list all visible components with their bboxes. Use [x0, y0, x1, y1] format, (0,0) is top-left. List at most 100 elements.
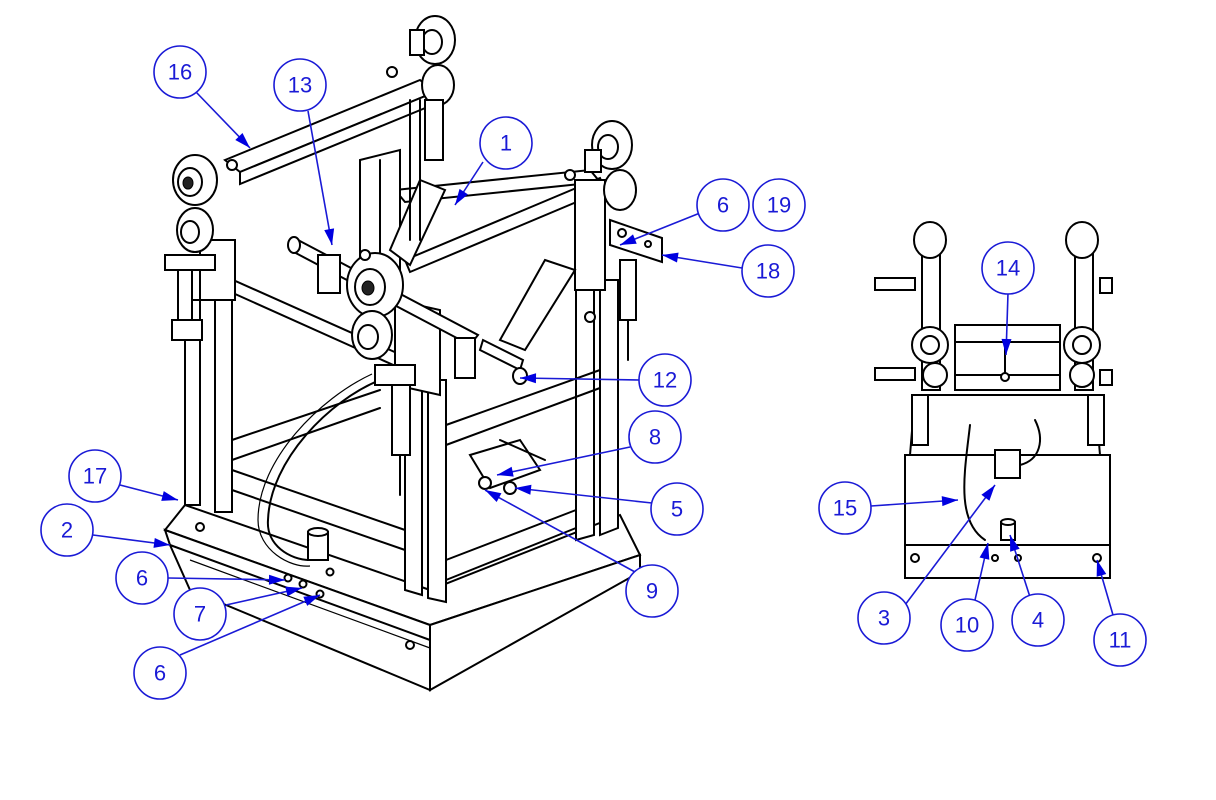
callout-number: 1: [500, 131, 512, 156]
callout-c5: 5: [650, 482, 704, 536]
callout-circle: [752, 178, 806, 232]
leader-arrowhead-c6c: [620, 234, 637, 245]
leader-arrowhead-c6b: [303, 595, 320, 606]
callout-circle: [696, 178, 750, 232]
callout-number: 4: [1032, 608, 1044, 633]
callout-c12: 12: [638, 353, 692, 407]
callout-number: 16: [168, 60, 192, 85]
callout-circle: [173, 587, 227, 641]
callout-number: 12: [653, 368, 677, 393]
callout-c15: 15: [818, 481, 872, 535]
leader-arrowhead-c13: [324, 228, 335, 245]
callout-c6a: 6: [115, 551, 169, 605]
callout-number: 13: [288, 73, 312, 98]
leader-line-c6b: [179, 594, 321, 656]
callout-circle: [818, 481, 872, 535]
leader-line-c9: [484, 489, 636, 573]
callout-number: 9: [646, 579, 658, 604]
leader-arrowhead-c8: [497, 466, 514, 477]
callout-number: 5: [671, 497, 683, 522]
callout-c13: 13: [273, 58, 327, 112]
leader-arrowhead-c17: [161, 491, 178, 501]
leader-arrowhead-c18: [662, 252, 679, 263]
leader-arrowhead-c11: [1096, 560, 1107, 577]
callout-c1: 1: [479, 116, 533, 170]
base-skid: [163, 503, 642, 692]
callout-c18: 18: [741, 244, 795, 298]
callout-number: 14: [996, 256, 1020, 281]
leader-arrowhead-c4: [1010, 535, 1020, 552]
leader-arrowhead-c6a: [268, 574, 285, 585]
callout-c8: 8: [628, 410, 682, 464]
callout-number: 6: [154, 661, 166, 686]
leader-line-c6a: [167, 577, 286, 581]
wheel-assembly-left: [164, 154, 218, 376]
callout-number: 19: [767, 193, 791, 218]
callout-c6b: 6: [133, 646, 187, 700]
callout-c9: 9: [625, 564, 679, 618]
hose: [266, 379, 381, 561]
callout-number: 15: [833, 496, 857, 521]
leader-line-c8: [496, 446, 631, 476]
callout-c16: 16: [153, 45, 207, 99]
callout-number: 11: [1109, 628, 1132, 653]
leader-arrowhead-c3: [981, 485, 995, 501]
callout-c14: 14: [981, 241, 1035, 295]
callout-c4: 4: [1011, 593, 1065, 647]
callout-number: 8: [649, 425, 661, 450]
leader-line-c5: [514, 487, 653, 504]
callout-circle: [115, 551, 169, 605]
callout-c10: 10: [940, 598, 994, 652]
callout-number: 18: [756, 259, 780, 284]
callout-circle: [857, 591, 911, 645]
leader-arrowhead-c2: [153, 537, 170, 548]
callout-number: 7: [194, 602, 206, 627]
callout-circle: [133, 646, 187, 700]
callout-c19: 19: [752, 178, 806, 232]
callout-c6c: 6: [696, 178, 750, 232]
callout-number: 6: [136, 566, 148, 591]
callout-circle: [628, 410, 682, 464]
leader-arrowhead-c15: [941, 496, 958, 507]
callout-number: 17: [83, 464, 107, 489]
leader-line-c13: [307, 110, 333, 246]
leader-arrowhead-c14: [1001, 338, 1012, 355]
leader-arrowhead-c16: [235, 133, 250, 148]
leader-lines: [92, 91, 1114, 656]
callout-c11: 11: [1093, 613, 1147, 667]
callout-c2: 2: [40, 503, 94, 557]
leader-arrowhead-c9: [485, 490, 502, 503]
leader-arrowhead-c10: [979, 543, 990, 560]
callout-circle: [40, 503, 94, 557]
callout-circle: [638, 353, 692, 407]
callout-c3: 3: [857, 591, 911, 645]
callout-circle: [741, 244, 795, 298]
wheel-assembly-back-top: [409, 15, 456, 241]
isometric-view: [163, 15, 663, 692]
callout-number: 10: [955, 613, 979, 638]
leader-arrowhead-c12: [520, 373, 537, 384]
callout-circle: [940, 598, 994, 652]
callout-number: 6: [717, 193, 729, 218]
callout-circle: [625, 564, 679, 618]
leader-arrowhead-c7: [285, 586, 302, 597]
leader-arrowhead-c1: [455, 188, 468, 205]
callout-circle: [1093, 613, 1147, 667]
callout-circle: [153, 45, 207, 99]
leader-line-c3: [904, 484, 996, 606]
wheel-assembly-front: [346, 252, 416, 496]
callout-circle: [273, 58, 327, 112]
callout-circle: [1011, 593, 1065, 647]
callout-number: 2: [61, 518, 73, 543]
callout-c17: 17: [68, 449, 122, 503]
callout-circle: [650, 482, 704, 536]
leader-line-c12: [519, 377, 641, 381]
callout-circle: [479, 116, 533, 170]
front-view: [874, 221, 1113, 579]
callout-circle: [981, 241, 1035, 295]
leader-arrowhead-c5: [515, 484, 532, 495]
callout-circle: [68, 449, 122, 503]
wheel-assembly-right: [584, 120, 663, 361]
